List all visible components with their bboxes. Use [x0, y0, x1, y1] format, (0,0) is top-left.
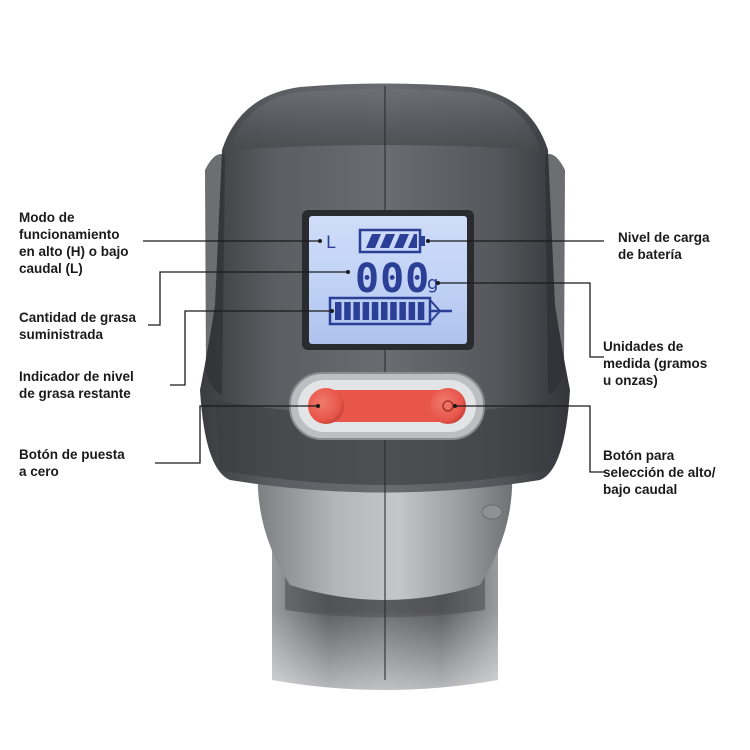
- grease-level-segment: [371, 302, 379, 320]
- leader-quantity: [148, 271, 348, 326]
- neck-screw: [481, 504, 503, 520]
- callout-mode: Modo de funcionamiento en alto (H) o baj…: [19, 210, 129, 276]
- leader-reset-button: [155, 405, 318, 464]
- grease-level-segment: [353, 302, 360, 320]
- grease-level-segment: [399, 302, 406, 320]
- leader-dots: [316, 239, 457, 408]
- callout-reset-button: Botón de puesta a cero: [19, 447, 125, 479]
- callout-battery: Nivel de carga de batería: [618, 230, 710, 262]
- grease-level-segment: [362, 302, 370, 320]
- callout-grease-level: Indicador de nivel de grasa restante: [19, 369, 134, 401]
- lcd-battery-icon: [358, 228, 425, 254]
- lcd-digits: 000: [355, 256, 430, 302]
- grease-level-segment: [417, 302, 425, 320]
- leader-units: [438, 282, 604, 358]
- leader-grease-level: [170, 310, 332, 386]
- left-side-panel: [205, 154, 225, 395]
- flow-select-button[interactable]: [430, 388, 466, 424]
- button-rocker-plate: [312, 390, 462, 422]
- grease-level-segment: [381, 302, 388, 320]
- reset-button[interactable]: [308, 388, 344, 424]
- callout-flow-button: Botón para selección de alto/ bajo cauda…: [603, 448, 716, 497]
- callout-units: Unidades de medida (gramos u onzas): [603, 339, 708, 388]
- leader-flow-button: [455, 405, 604, 473]
- grease-level-segment: [390, 302, 397, 320]
- grease-level-segment: [408, 302, 416, 320]
- leader-lines: [143, 240, 604, 473]
- callout-quantity: Cantidad de grasa suministrada: [19, 310, 137, 342]
- grease-level-segment: [335, 302, 342, 320]
- lcd-mode-letter: L: [326, 233, 336, 253]
- lcd-unit: g: [427, 273, 438, 294]
- grease-level-segment: [344, 302, 351, 320]
- right-side-panel: [545, 154, 565, 395]
